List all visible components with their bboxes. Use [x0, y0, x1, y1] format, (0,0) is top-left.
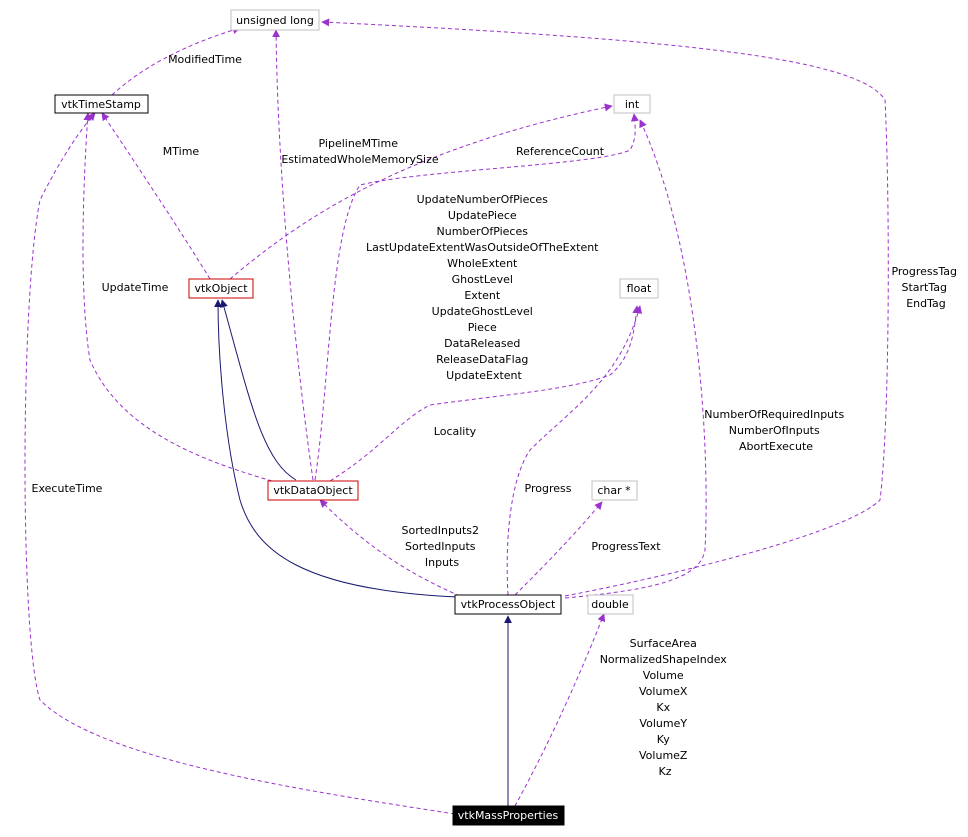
edge-processobject-float — [506, 305, 642, 596]
svg-text:vtkDataObject: vtkDataObject — [273, 484, 353, 497]
label-inputs: SortedInputs2 SortedInputs Inputs — [401, 524, 482, 569]
label-progress: Progress — [525, 482, 572, 495]
edge-object-int — [229, 103, 613, 280]
label-locality: Locality — [434, 425, 477, 438]
edge-timestamp-unsignedlong — [111, 26, 241, 96]
edge-processobject-char — [514, 501, 603, 596]
node-char-ptr[interactable]: char * — [591, 480, 638, 501]
edge-processobject-dataobject — [319, 499, 461, 597]
label-progress-text: ProgressText — [591, 540, 661, 553]
edge-dataobject-float — [329, 305, 641, 482]
svg-text:double: double — [591, 598, 629, 611]
svg-text:vtkProcessObject: vtkProcessObject — [461, 598, 556, 611]
label-mtime: MTime — [163, 145, 200, 158]
svg-text:vtkObject: vtkObject — [194, 282, 248, 295]
svg-text:vtkMassProperties: vtkMassProperties — [458, 809, 559, 822]
edge-progresstag-unsignedlong — [321, 18, 889, 597]
nodes: unsigned long vtkTimeStamp int vtkObject… — [54, 9, 659, 826]
label-update-time: UpdateTime — [102, 281, 169, 294]
node-vtkdataobject[interactable]: vtkDataObject — [267, 480, 359, 501]
label-mass-members: SurfaceArea NormalizedShapeIndex Volume … — [600, 637, 731, 778]
edge-inherit-processobject-object — [214, 299, 459, 598]
label-data-object-members: UpdateNumberOfPieces UpdatePiece NumberO… — [366, 193, 602, 382]
svg-text:vtkTimeStamp: vtkTimeStamp — [61, 98, 141, 111]
edge-labels: ModifiedTime PipelineMTime EstimatedWhol… — [32, 53, 960, 778]
edge-mass-timestamp — [24, 112, 456, 815]
svg-text:float: float — [627, 282, 652, 295]
node-double[interactable]: double — [587, 594, 634, 615]
node-int[interactable]: int — [613, 94, 651, 114]
edge-dataobject-timestamp — [82, 112, 273, 482]
svg-text:unsigned long: unsigned long — [236, 14, 314, 27]
label-execute-time: ExecuteTime — [32, 482, 103, 495]
label-modified-time: ModifiedTime — [168, 53, 242, 66]
label-pipeline-mtime: PipelineMTime EstimatedWholeMemorySize — [281, 137, 439, 166]
node-vtkobject[interactable]: vtkObject — [188, 278, 254, 299]
svg-text:char *: char * — [597, 484, 631, 497]
edge-processobject-int — [564, 119, 707, 599]
label-reference-count: ReferenceCount — [516, 145, 605, 158]
edge-dataobject-unsignedlong — [272, 29, 314, 481]
node-vtkprocessobject[interactable]: vtkProcessObject — [454, 594, 562, 615]
label-progress-tag: ProgressTag StartTag EndTag — [891, 265, 960, 310]
svg-text:int: int — [625, 98, 640, 111]
node-vtkmassproperties[interactable]: vtkMassProperties — [452, 805, 565, 826]
node-vtktimestamp[interactable]: vtkTimeStamp — [54, 94, 149, 114]
label-required-inputs: NumberOfRequiredInputs NumberOfInputs Ab… — [704, 408, 847, 453]
edge-dataobject-int — [314, 113, 639, 481]
edge-mass-double — [514, 613, 606, 807]
edge-object-timestamp — [101, 112, 211, 280]
node-unsigned-long[interactable]: unsigned long — [230, 9, 320, 31]
edge-inherit-dataobject-object — [220, 299, 297, 481]
edges — [24, 18, 889, 815]
node-float[interactable]: float — [619, 278, 659, 299]
